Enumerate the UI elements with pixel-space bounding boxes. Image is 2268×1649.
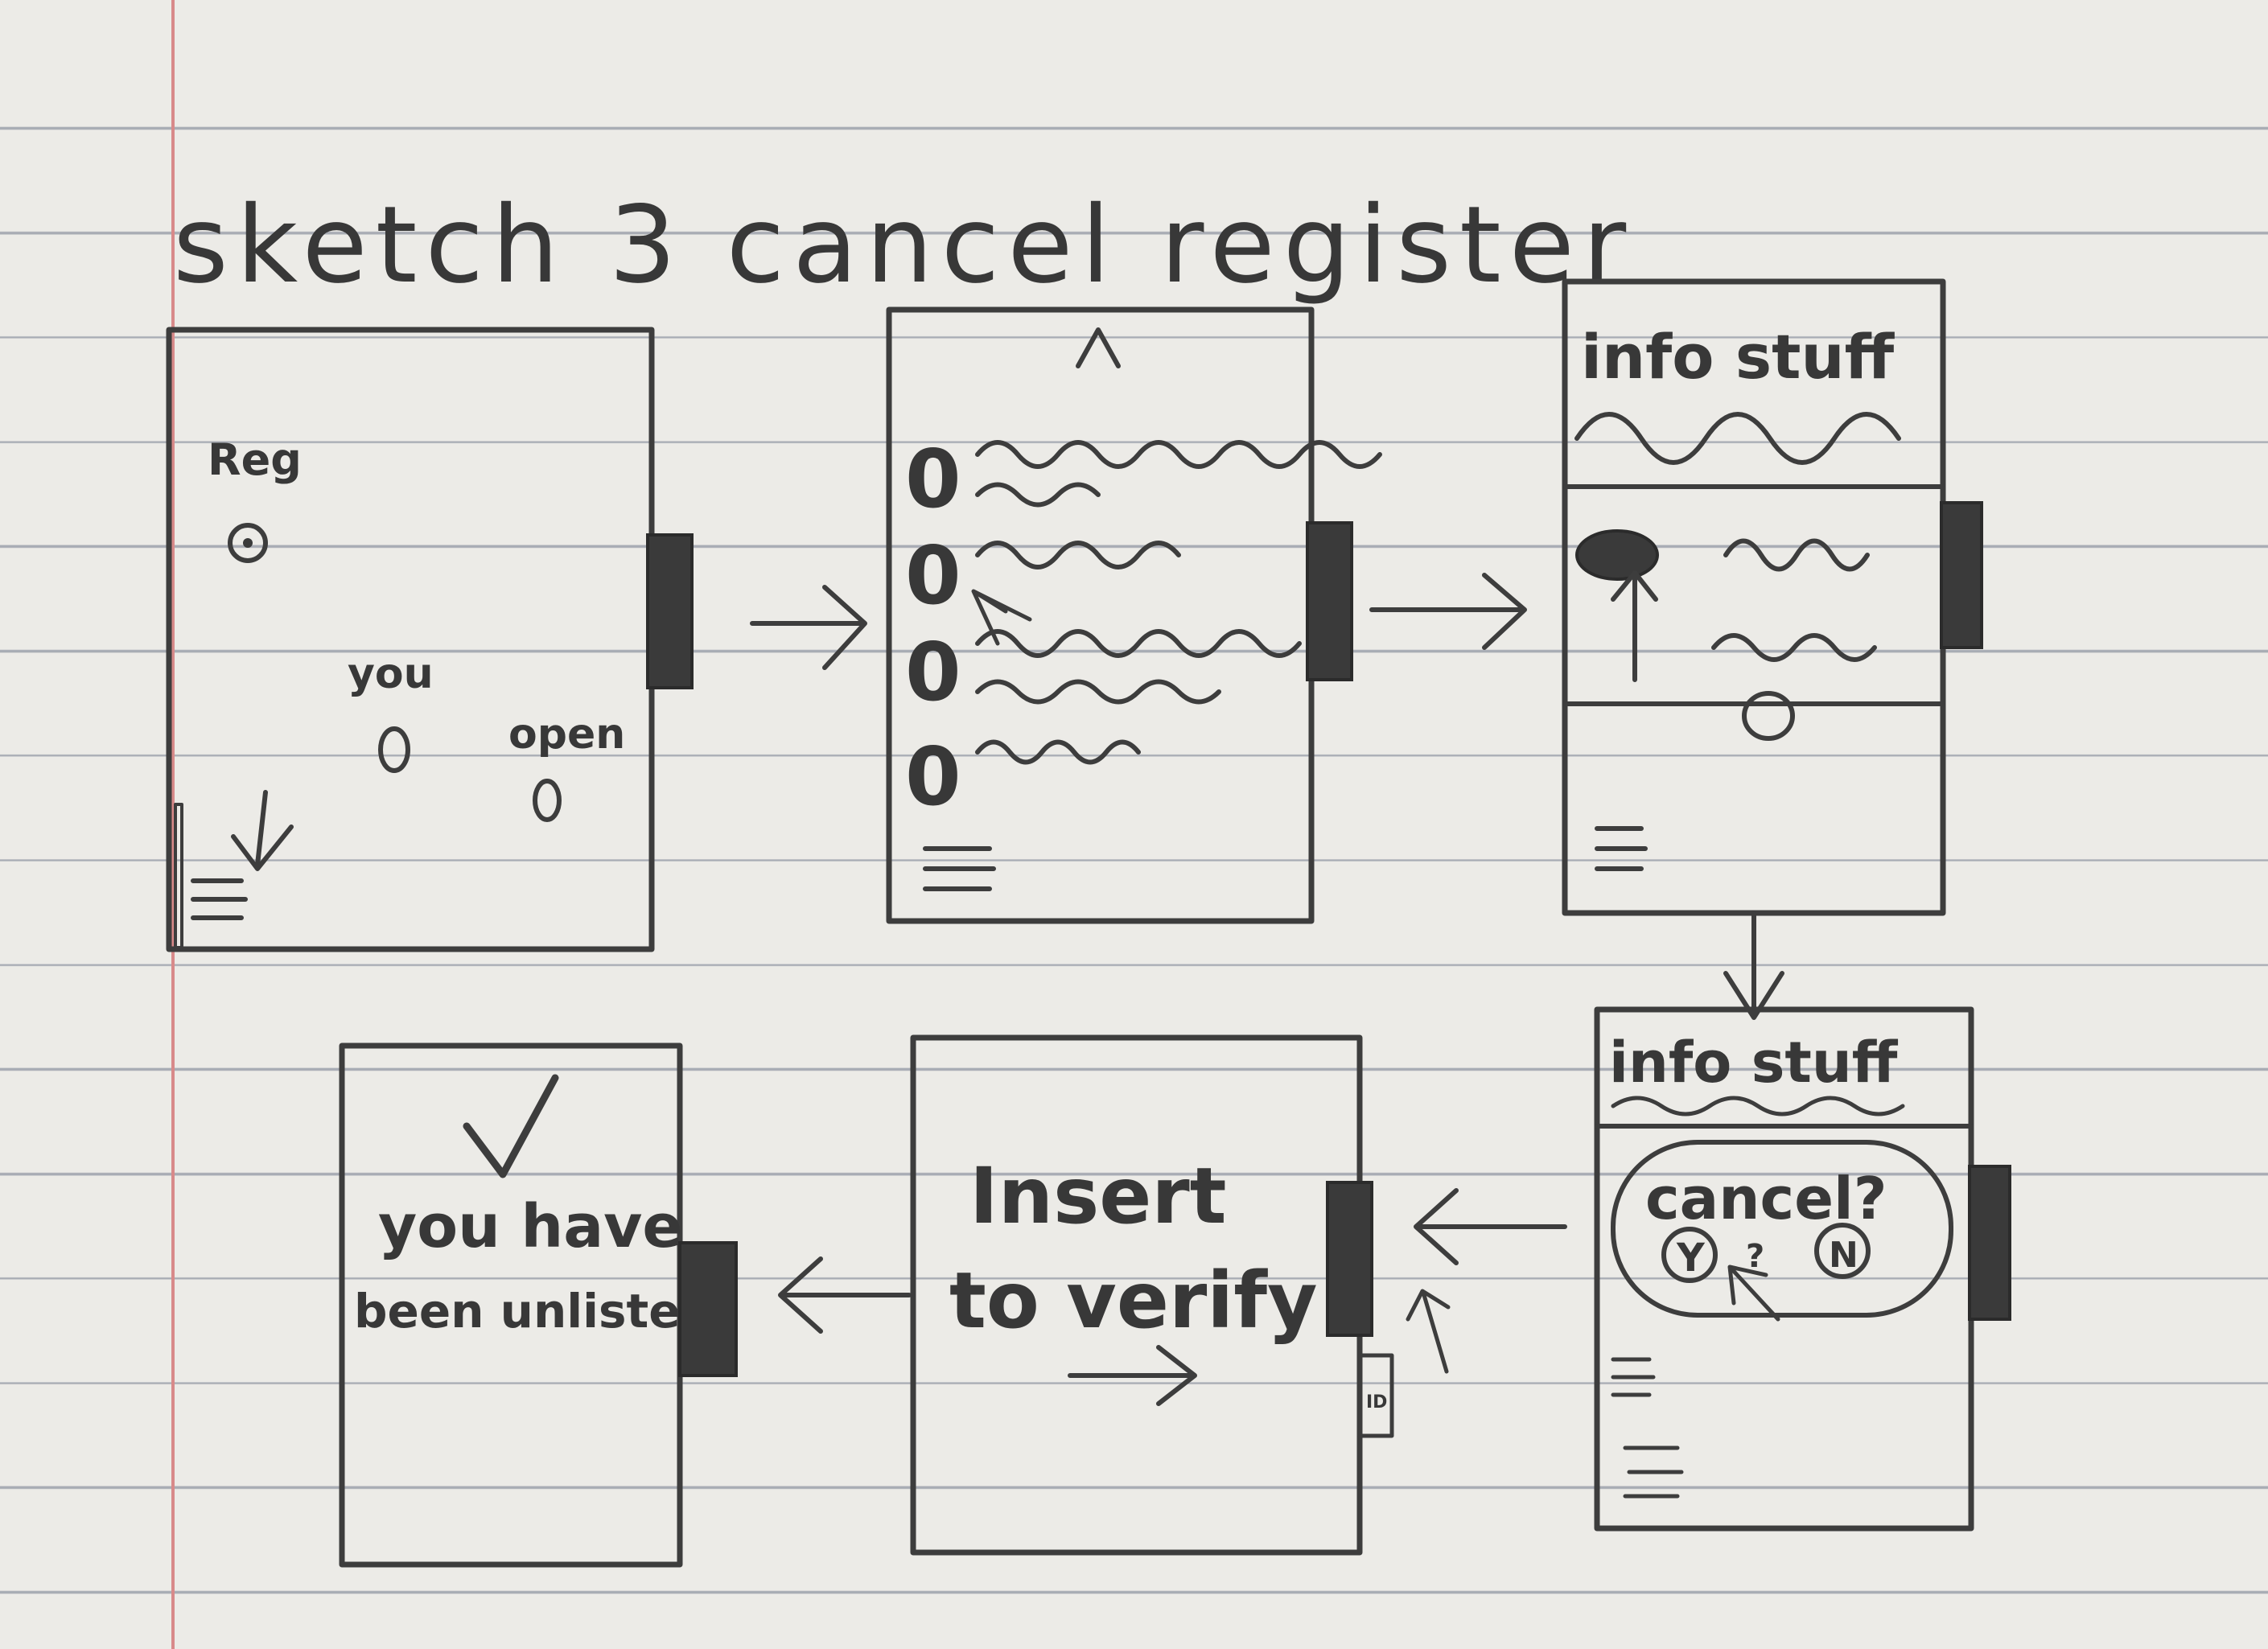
hamburger-icon[interactable] <box>1611 1357 1684 1499</box>
frame-4: info stuff cancel? Y ? N <box>1594 1006 2011 1532</box>
list-item-text-scribble <box>975 739 1141 765</box>
flow-arrow-4-icon <box>1414 1188 1567 1265</box>
unlisted-line-2: been unlisted <box>354 1284 714 1339</box>
list-item-marker[interactable]: 0 <box>905 625 961 719</box>
flow-arrow-3-icon <box>1723 911 1784 1020</box>
open-radio-icon[interactable] <box>533 779 562 822</box>
list-item-text-scribble <box>975 440 1382 469</box>
selected-item-pill[interactable] <box>1575 529 1659 581</box>
list-item-text-scribble <box>975 541 1181 570</box>
frame-3: info stuff <box>1562 278 1983 916</box>
no-label: N <box>1829 1235 1858 1276</box>
checkmark-icon <box>463 1074 559 1178</box>
flow-arrow-1-icon <box>750 585 867 670</box>
down-arrow-icon <box>231 790 294 871</box>
hamburger-icon[interactable] <box>191 878 248 920</box>
list-item-marker[interactable]: 0 <box>905 730 961 824</box>
open-label: open <box>508 710 625 759</box>
cursor-arrow-icon <box>971 589 1032 646</box>
card-slot <box>1968 1165 2011 1321</box>
reg-radio-dot <box>243 538 253 548</box>
list-item-text-scribble <box>975 482 1101 508</box>
yes-button[interactable] <box>1661 1227 1718 1283</box>
scroll-up-icon[interactable] <box>1076 327 1121 368</box>
reg-label: Reg <box>208 434 302 485</box>
cancel-prompt: cancel? <box>1645 1165 1887 1232</box>
card-slot <box>646 533 694 689</box>
sketch-title: sketch 3 cancel register <box>173 183 1634 307</box>
frame-6: you have been unlisted <box>339 1042 738 1568</box>
card-label: ID <box>1366 1392 1387 1413</box>
list-item-text-scribble <box>975 679 1221 705</box>
frame-1: Reg you open <box>166 327 694 952</box>
you-radio-icon[interactable] <box>378 726 410 773</box>
option-separator: ? <box>1746 1238 1764 1275</box>
reg-radio-icon[interactable] <box>228 523 268 563</box>
no-button[interactable] <box>1814 1223 1871 1279</box>
card-slot <box>1306 521 1353 681</box>
right-arrow-icon <box>1068 1345 1197 1406</box>
item-text-scribble <box>1723 538 1870 572</box>
cancel-dialog <box>1611 1140 1953 1318</box>
frame-2: 0 0 0 0 <box>886 306 1382 924</box>
list-item-marker[interactable]: 0 <box>905 528 961 623</box>
cursor-arrow-icon <box>1611 570 1658 682</box>
expand-chevron-icon[interactable] <box>1742 691 1795 741</box>
list-item-marker[interactable]: 0 <box>905 432 961 526</box>
card-slot <box>1940 501 1983 649</box>
info-header: info stuff <box>1581 321 1895 393</box>
list-item-text-scribble <box>975 629 1302 658</box>
hamburger-icon[interactable] <box>923 846 996 891</box>
phone-outline <box>166 327 655 952</box>
insert-line: Insert <box>969 1151 1227 1241</box>
frame-5: Insert to verify ID <box>910 1034 1451 1556</box>
section-divider <box>1562 484 1945 706</box>
info-text-scribble <box>1611 1096 1905 1116</box>
you-label: you <box>348 650 434 698</box>
info-text-scribble <box>1574 412 1901 465</box>
flow-arrow-5-icon <box>778 1256 912 1334</box>
insert-direction-icon <box>1406 1289 1451 1374</box>
card-slot <box>1326 1181 1373 1337</box>
yes-label: Y <box>1676 1236 1706 1281</box>
item-text-scribble <box>1711 633 1877 662</box>
verify-line: to verify <box>949 1256 1318 1346</box>
card-icon[interactable] <box>1357 1353 1394 1438</box>
card-slot <box>678 1241 738 1377</box>
info-header: info stuff <box>1609 1030 1899 1096</box>
phone-edge-shading <box>174 803 183 949</box>
unlisted-line-1: you have <box>378 1192 683 1261</box>
flow-arrow-2-icon <box>1369 573 1527 650</box>
cursor-arrow-icon <box>1727 1265 1780 1322</box>
hamburger-icon[interactable] <box>1595 826 1648 871</box>
